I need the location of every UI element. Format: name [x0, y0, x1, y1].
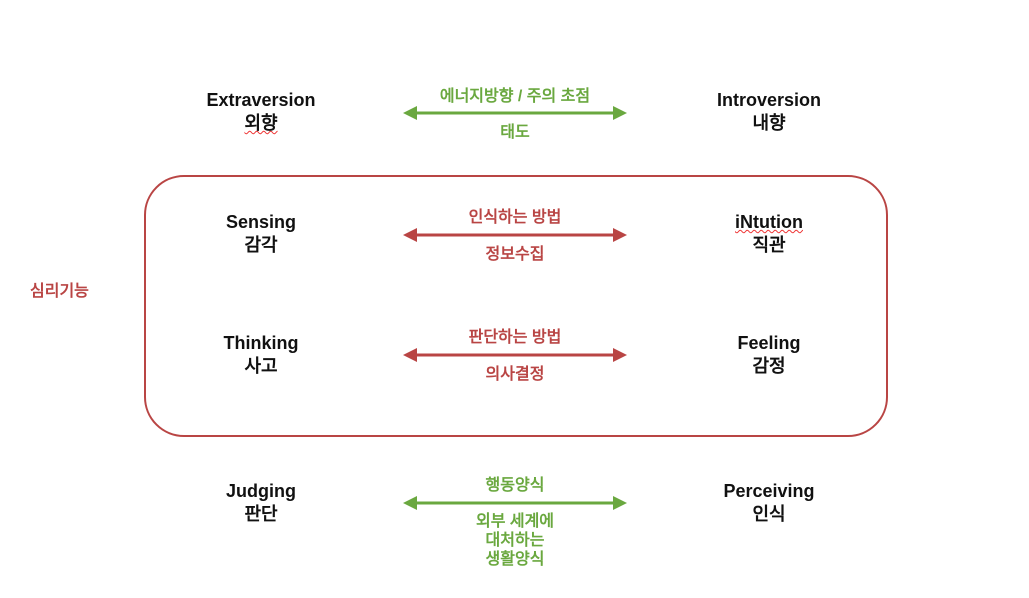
- perceiving-method-text: 인식하는 방법: [468, 209, 562, 226]
- double-arrow-judgment: [403, 348, 627, 362]
- double-arrow-perception: [403, 228, 627, 242]
- lifestyle-top-text: 행동양식: [485, 477, 545, 494]
- double-arrow-lifestyle: [403, 496, 627, 510]
- group-label: 심리기능: [30, 283, 89, 300]
- decision-making-text: 의사결정: [485, 366, 545, 383]
- information-gathering-text: 정보수집: [485, 246, 545, 263]
- double-arrow-attitude: [403, 106, 627, 120]
- judging-method-text: 판단하는 방법: [468, 329, 562, 346]
- psychological-functions-box: [144, 175, 888, 437]
- attitude-bottom-text: 태도: [500, 124, 530, 141]
- attitude-top-text: 에너지방향 / 주의 초점: [439, 88, 591, 105]
